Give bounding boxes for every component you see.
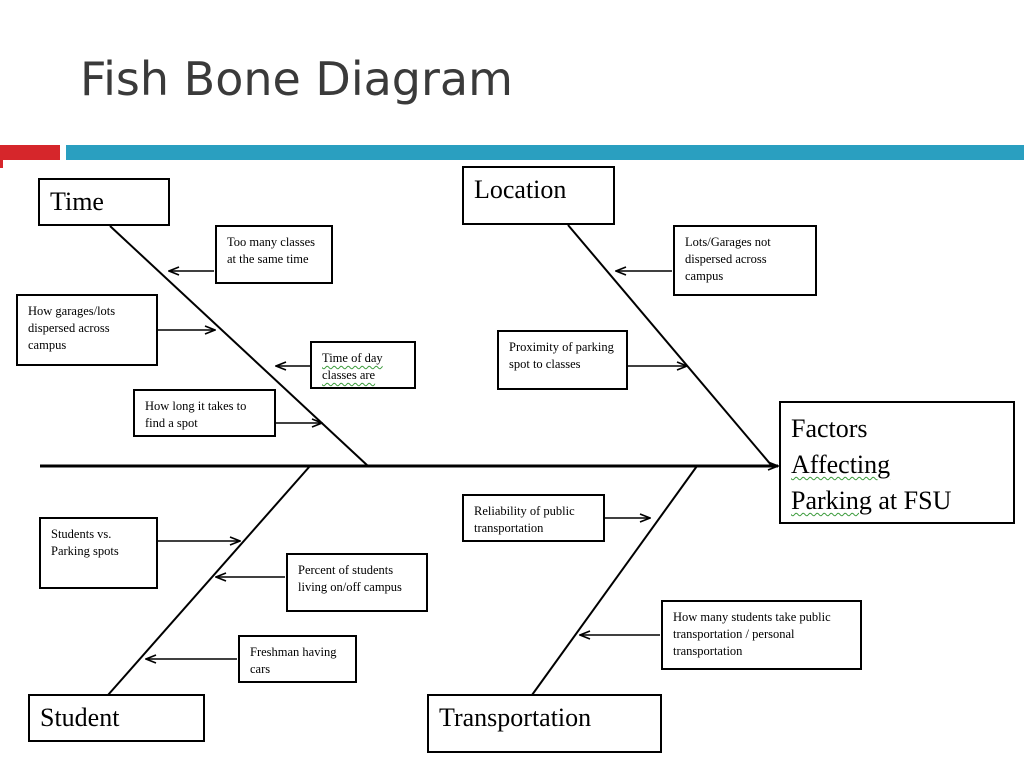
cause-transportation-2: How many students take public transporta… [661,600,862,670]
category-transportation-label: Transportation [439,703,592,732]
cause-transportation-2-label: How many students take public transporta… [673,610,831,658]
effect-line-2: Affecting [791,449,891,479]
bone-time [109,225,369,467]
cause-time-2-label: How garages/lots dispersed across campus [28,304,116,352]
category-location: Location [462,166,615,225]
cause-location-2: Proximity of parking spot to classes [497,330,628,390]
category-location-label: Location [474,175,567,204]
effect-line-1: Factors [791,414,868,443]
accent-bar-red-tick [0,160,3,168]
cause-time-2: How garages/lots dispersed across campus [16,294,158,366]
cause-location-2-label: Proximity of parking spot to classes [509,340,614,371]
category-time-label: Time [50,187,104,216]
bone-location [567,224,773,467]
effect-line-3: Parking at FSU [791,483,1003,519]
cause-time-4-label: How long it takes to find a spot [145,399,247,430]
effect-box: Factors Affecting Parking at FSU [779,401,1015,524]
cause-student-1: Students vs. Parking spots [39,517,158,589]
category-student: Student [28,694,205,742]
cause-time-4: How long it takes to find a spot [133,389,276,437]
cause-student-1-label: Students vs. Parking spots [51,527,119,558]
category-student-label: Student [40,703,120,732]
category-transportation: Transportation [427,694,662,753]
cause-time-1: Too many classes at the same time [215,225,333,284]
accent-bar-blue [66,145,1024,160]
cause-student-3-label: Freshman having cars [250,645,337,676]
cause-time-3-label: Time of day classes are [322,351,383,382]
bone-student [107,465,311,696]
cause-location-1: Lots/Garages not dispersed across campus [673,225,817,296]
cause-transportation-1-label: Reliability of public transportation [474,504,575,535]
effect-line-3-rest: at FSU [871,485,952,515]
cause-location-1-label: Lots/Garages not dispersed across campus [685,235,771,283]
effect-line-3-word: Parking [791,485,872,515]
accent-bar-red [0,145,60,160]
cause-student-2-label: Percent of students living on/off campus [298,563,402,594]
cause-transportation-1: Reliability of public transportation [462,494,605,542]
cause-student-3: Freshman having cars [238,635,357,683]
bone-transportation [531,465,698,696]
cause-student-2: Percent of students living on/off campus [286,553,428,612]
cause-time-1-label: Too many classes at the same time [227,235,315,266]
slide-title: Fish Bone Diagram [80,52,513,106]
category-time: Time [38,178,170,226]
cause-time-3: Time of day classes are [310,341,416,389]
